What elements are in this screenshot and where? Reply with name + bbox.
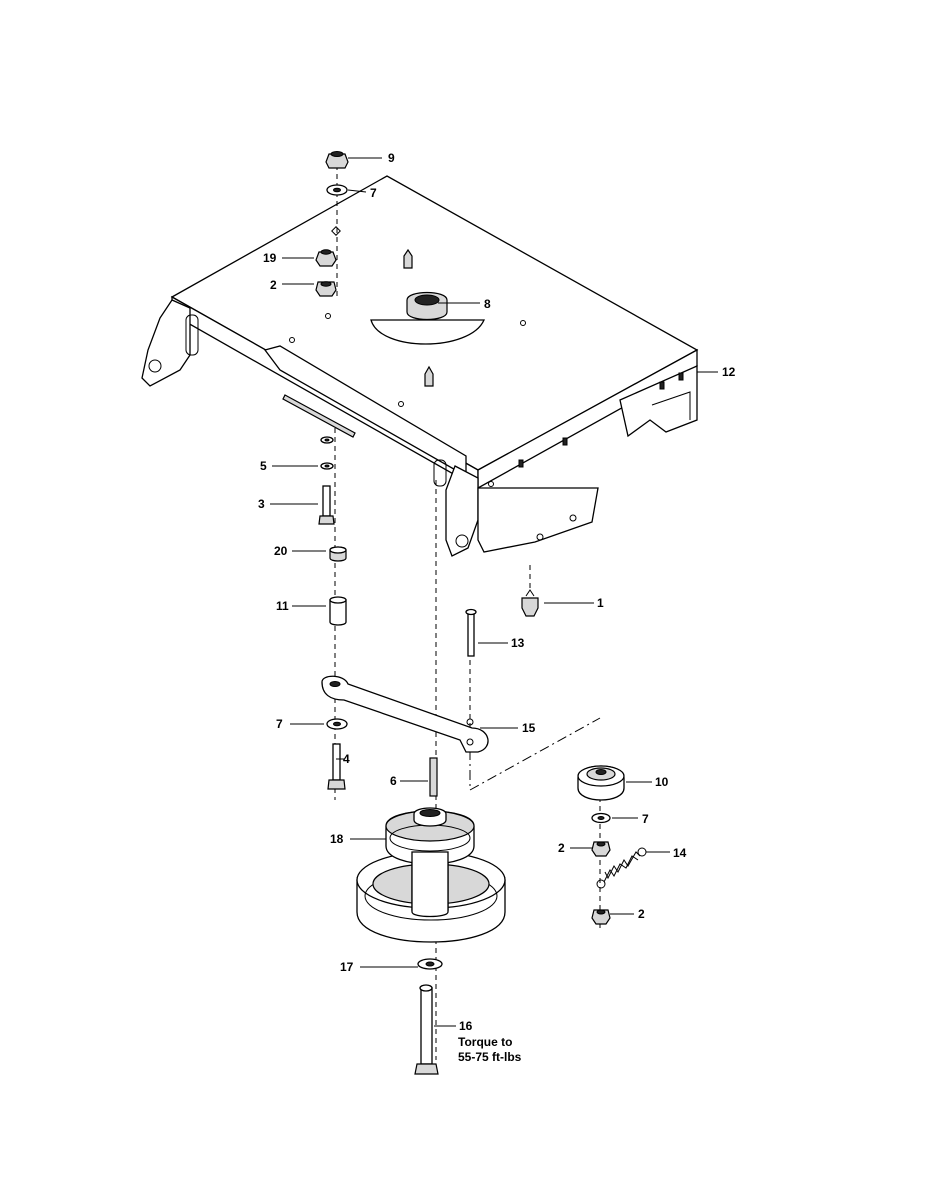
callout-5: 5: [260, 459, 267, 473]
callout-3: 3: [258, 497, 265, 511]
nut-9: [325, 151, 349, 169]
mounting-plate: [141, 175, 699, 557]
callout-20: 20: [274, 544, 288, 558]
bushing-11: [329, 596, 347, 626]
washer-7-mid: [326, 718, 348, 730]
callout-2-mid: 2: [558, 841, 565, 855]
callout-4: 4: [343, 752, 350, 766]
torque-note-line1: Torque to: [458, 1035, 512, 1049]
callout-6: 6: [390, 774, 397, 788]
callout-7-top: 7: [370, 186, 377, 200]
nut-19: [315, 249, 337, 267]
key-6: [429, 757, 438, 797]
leader-lines: [270, 157, 718, 1027]
callout-8: 8: [484, 297, 491, 311]
callout-18: 18: [330, 832, 344, 846]
bolt-16: [414, 984, 439, 1075]
callout-15: 15: [522, 721, 536, 735]
washer-7-lower: [591, 812, 611, 824]
idler-arm-15: [321, 675, 489, 753]
callout-7-mid: 7: [276, 717, 283, 731]
bolt-3: [318, 485, 335, 525]
callout-7-lower: 7: [642, 812, 649, 826]
callout-2-lower: 2: [638, 907, 645, 921]
callout-1: 1: [597, 596, 604, 610]
callout-9: 9: [388, 151, 395, 165]
callout-12: 12: [722, 365, 736, 379]
nut-2-upper: [315, 281, 337, 297]
washer-7-top: [326, 184, 348, 196]
torque-note-line2: 55-75 ft-lbs: [458, 1050, 522, 1064]
washer-17: [417, 958, 443, 970]
washer-pair-5: [320, 436, 334, 470]
nut-2-lower: [591, 909, 611, 925]
callout-19: 19: [263, 251, 277, 265]
bolt-4: [327, 743, 346, 790]
callout-2-upper: 2: [270, 278, 277, 292]
callout-16: 16: [459, 1019, 473, 1033]
idler-pulley-10: [577, 765, 625, 801]
callout-10: 10: [655, 775, 669, 789]
pulley-18: [356, 807, 506, 943]
spacer-20: [329, 546, 347, 562]
callout-13: 13: [511, 636, 525, 650]
pin-13: [465, 608, 477, 657]
callout-14: 14: [673, 846, 687, 860]
nut-2-mid: [591, 841, 611, 857]
callout-11: 11: [276, 599, 289, 613]
callout-17: 17: [340, 960, 354, 974]
callout-labels: 9 7 19 2 8 12 5 3 20 11 1 13 15 7 4 6 10…: [258, 151, 736, 1064]
stud-1: [521, 589, 539, 617]
